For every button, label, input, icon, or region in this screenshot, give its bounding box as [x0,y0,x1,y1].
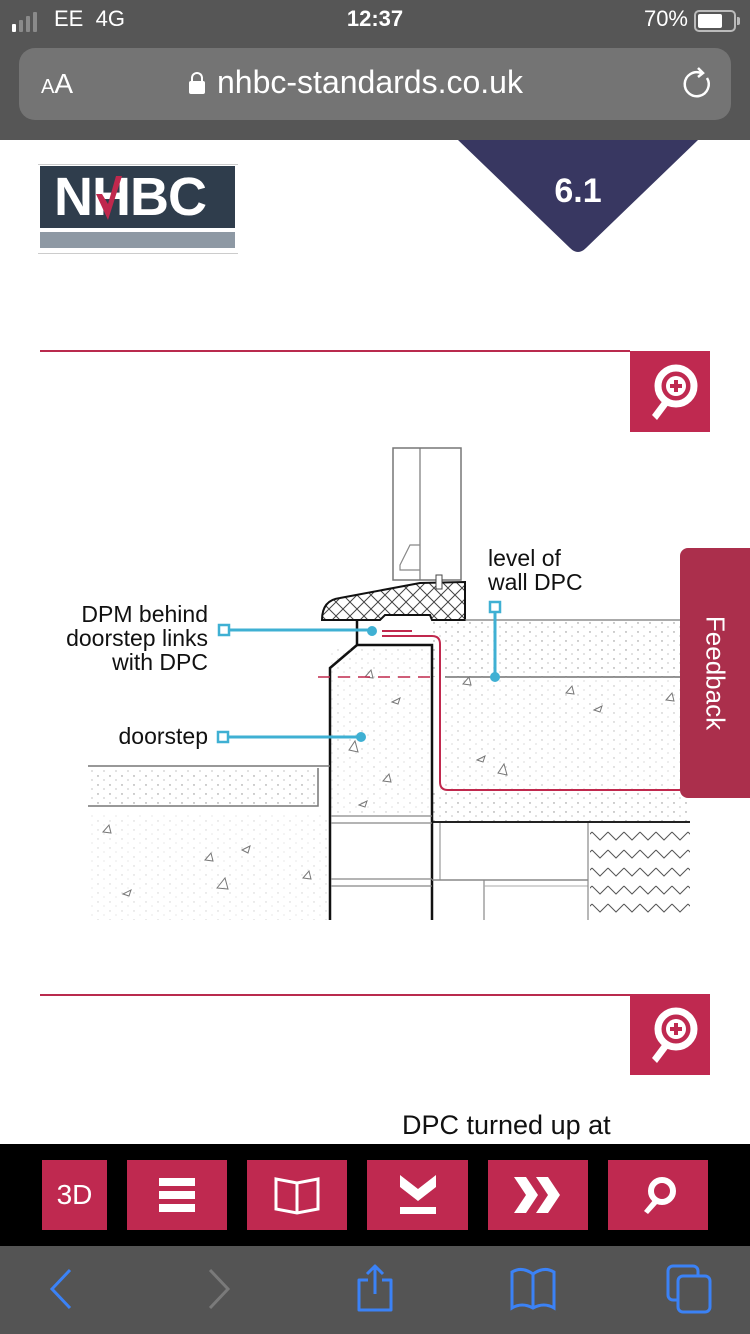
contents-button[interactable] [247,1160,347,1230]
callout-dpm [217,623,372,637]
section-drawing [88,447,690,920]
download-icon [399,1175,436,1214]
lock-icon [189,71,205,94]
nhbc-logo[interactable]: NHBC [38,164,238,254]
zoom-in-icon [652,364,698,420]
reload-icon[interactable] [679,66,715,102]
next-icon [514,1177,560,1213]
callout-doorstep [216,730,361,744]
battery-percent: 70% [643,6,688,31]
label-doorstep: doorstep [118,723,208,749]
zoom-figure-button[interactable] [630,351,710,432]
menu-button[interactable] [127,1160,227,1230]
3d-button[interactable]: 3D [42,1160,107,1230]
label-wall-dpc: level of wall DPC [488,545,583,595]
clock: 12:37 [346,6,404,31]
address-bar[interactable]: AA nhbc-standards.co.uk [19,48,731,120]
carrier-label: EE 4G [54,6,125,31]
url-display[interactable]: nhbc-standards.co.uk [189,64,523,101]
menu-icon [159,1178,195,1212]
share-icon[interactable] [350,1264,400,1314]
browser-chrome: EE 4G 12:37 70% AA nhbc-standards.co.uk [0,0,750,140]
search-button[interactable] [608,1160,708,1230]
search-icon [644,1177,676,1214]
figure-divider [40,350,630,352]
section-number: 6.1 [554,172,602,210]
url-text: nhbc-standards.co.uk [217,64,523,100]
back-icon[interactable] [38,1264,88,1314]
signal-icon [12,12,37,32]
nhbc-toolbar: 3D [0,1144,750,1246]
safari-toolbar [0,1246,750,1334]
section-badge [458,140,698,252]
figure-caption-partial: DPC turned up at [402,1110,611,1140]
forward-icon[interactable] [192,1264,242,1314]
zoom-figure-button-2[interactable] [630,994,710,1075]
figure-divider-2 [40,994,630,996]
download-button[interactable] [367,1160,468,1230]
zoom-in-icon [652,1007,698,1063]
callout-wall-dpc [488,600,502,677]
book-icon [274,1177,320,1215]
network-label: 4G [95,6,125,31]
battery-icon [694,10,740,32]
tabs-icon[interactable] [664,1264,714,1314]
logo-check-icon [96,176,122,220]
logo-text: NHBC [40,166,235,228]
bookmarks-icon[interactable] [508,1264,558,1314]
next-section-button[interactable] [488,1160,588,1230]
doorstep-dpc-diagram: DPM behind doorstep links with DPC doors… [0,440,750,940]
feedback-tab[interactable]: Feedback [680,548,750,798]
label-dpm: DPM behind doorstep links with DPC [66,601,208,675]
text-size-button[interactable]: AA [41,68,74,99]
